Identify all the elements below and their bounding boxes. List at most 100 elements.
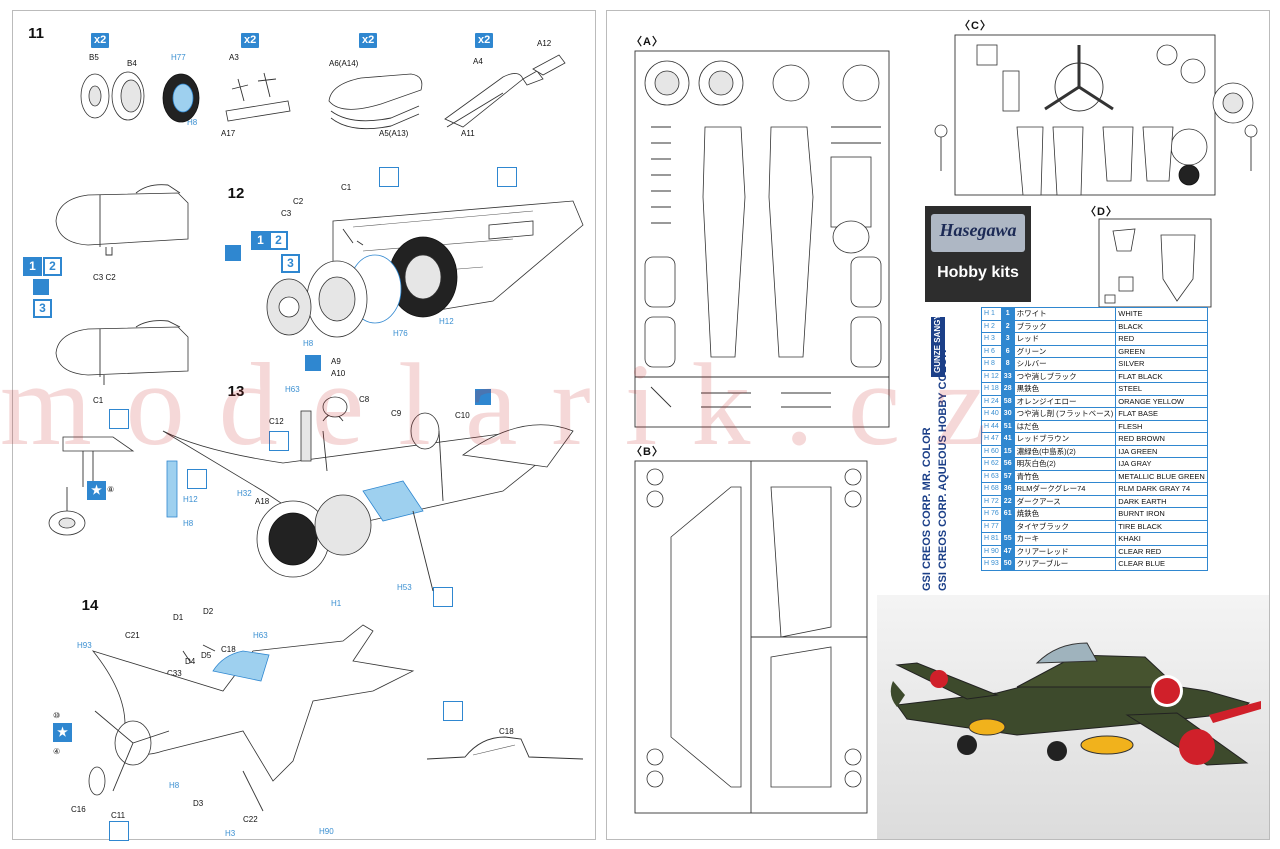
marking-star-badge: ★: [87, 481, 106, 500]
part-label-c33: C33: [167, 669, 182, 678]
paint-h-code: H 93: [981, 557, 1002, 571]
part-label-a4: A4: [473, 57, 483, 66]
marking-badge-2: 2: [269, 231, 288, 250]
paint-c-code: 58: [1000, 394, 1015, 408]
paint-c-code: 36: [1000, 482, 1015, 496]
quantity-x2-badge: x2: [241, 33, 260, 48]
gear-leg-drawing: [225, 72, 291, 122]
step-11-number: 11: [28, 25, 44, 42]
paint-triangle-icon: [187, 469, 207, 489]
paint-label-h93: H93: [77, 641, 92, 650]
fuselage-side-view-b: [55, 320, 189, 385]
brand-name: Hasegawa: [939, 220, 1017, 240]
finished-model-photo: [877, 595, 1269, 839]
part-label-c1: C1: [93, 396, 104, 405]
paint-label-h32: H32: [237, 489, 252, 498]
marking-check-icon: [475, 389, 491, 405]
marking-badge-1: 1: [23, 257, 42, 276]
paint-label-h76: H76: [393, 329, 408, 338]
paint-h-code: H 81: [981, 532, 1002, 546]
paint-label-h8: H8: [187, 118, 198, 127]
paint-h-code: H 44: [981, 419, 1002, 433]
paint-brush-icon: [109, 409, 129, 429]
paint-name-jp: 濃緑色(中島系)(2): [1013, 444, 1117, 458]
paint-name-en: BLACK: [1115, 319, 1208, 333]
paint-label-h8-13: H8: [183, 519, 194, 528]
paint-c-code: 61: [1000, 507, 1015, 521]
marking-star-badge: ★: [53, 723, 72, 742]
paint-name-jp: つや消しブラック: [1013, 369, 1117, 383]
brand-gunze: GUNZE SANGYO: [933, 308, 942, 373]
paint-name-en: BURNT IRON: [1115, 507, 1208, 521]
part-label-b5: B5: [89, 53, 99, 62]
paint-h-code: H 2: [981, 319, 1002, 333]
paint-name-en: TIRE BLACK: [1115, 519, 1208, 533]
paint-label-h53: H53: [397, 583, 412, 592]
drop-tank-drawing: [328, 73, 423, 130]
paint-name-en: CLEAR RED: [1115, 544, 1208, 558]
marking-check-icon: [225, 245, 241, 261]
paint-name-en: DARK EARTH: [1115, 494, 1208, 508]
marking-badge-3: 3: [33, 299, 52, 318]
sprue-c-frame: [934, 34, 1258, 196]
paint-label-h90: H90: [319, 827, 334, 836]
paint-name-en: IJA GREEN: [1115, 444, 1208, 458]
paint-name-jp: ダークアース: [1013, 494, 1117, 508]
marking-badge-2: 2: [43, 257, 62, 276]
paint-c-code: 41: [1000, 432, 1015, 446]
paint-c-code: 6: [1000, 344, 1015, 358]
paint-name-jp: クリアーブルー: [1013, 557, 1117, 571]
paint-name-en: FLAT BASE: [1115, 407, 1208, 421]
part-label-a3: A3: [229, 53, 239, 62]
quantity-x2-badge: x2: [91, 33, 110, 48]
paint-label-h12: H12: [439, 317, 454, 326]
canopy-detail-drawing: [426, 736, 584, 760]
sprue-a-title: 〈A〉: [631, 36, 664, 48]
paint-c-code: 1: [1000, 307, 1015, 321]
paint-name-en: GREEN: [1115, 344, 1208, 358]
part-label-c10: C10: [455, 411, 470, 420]
part-label-c3-c2: C3 C2: [93, 273, 116, 282]
hasegawa-logo: Hasegawa Hobby kits: [925, 206, 1031, 302]
part-label-c1-12: C1: [341, 183, 352, 192]
landing-gear-front-view: [48, 436, 135, 536]
paint-h-code: H 68: [981, 482, 1002, 496]
paint-name-jp: つや消し剤 (フラットベース): [1013, 407, 1117, 421]
marking-check-icon: [33, 279, 49, 295]
part-label-a18: A18: [255, 497, 270, 506]
paint-c-code: 51: [1000, 419, 1015, 433]
paint-name-en: STEEL: [1115, 382, 1208, 396]
paint-brush-icon: [497, 167, 517, 187]
paint-name-jp: レッドブラウン: [1013, 432, 1117, 446]
paint-name-jp: タイヤブラック: [1013, 519, 1117, 533]
sprue-b-frame: [634, 460, 868, 814]
paint-c-code: 8: [1000, 357, 1015, 371]
paint-label-h3: H3: [225, 829, 236, 838]
right-parts-page: 〈A〉 〈B〉 〈C〉: [606, 10, 1270, 840]
part-label-c22: C22: [243, 815, 258, 824]
part-label-d2: D2: [203, 607, 214, 616]
part-label-c16: C16: [71, 805, 86, 814]
part-label-c8: C8: [359, 395, 370, 404]
note-number-4: ④: [53, 747, 61, 756]
paint-label-h8-12: H8: [303, 339, 314, 348]
part-label-a10: A10: [331, 369, 346, 378]
brand-tagline: Hobby kits: [937, 264, 1019, 281]
part-label-a17: A17: [221, 129, 236, 138]
left-instruction-page: 11 x2 B5 B4 H77 H8 x2 A3 A17 x2 A6(A14) …: [12, 10, 596, 841]
brand-mr-color: GSI CREOS CORP. MR. COLOR: [921, 427, 933, 591]
part-label-d5: D5: [201, 651, 212, 660]
brand-aqueous: GSI CREOS CORP. AQUEOUS HOBBY COLOR: [937, 349, 949, 591]
bomb-drawing: [444, 54, 566, 128]
paint-c-code: 56: [1000, 457, 1015, 471]
paint-h-code: H 62: [981, 457, 1002, 471]
paint-triangle-icon: [109, 821, 129, 841]
sprue-d-title: 〈D〉: [1085, 206, 1118, 218]
paint-label-h63-14: H63: [253, 631, 268, 640]
